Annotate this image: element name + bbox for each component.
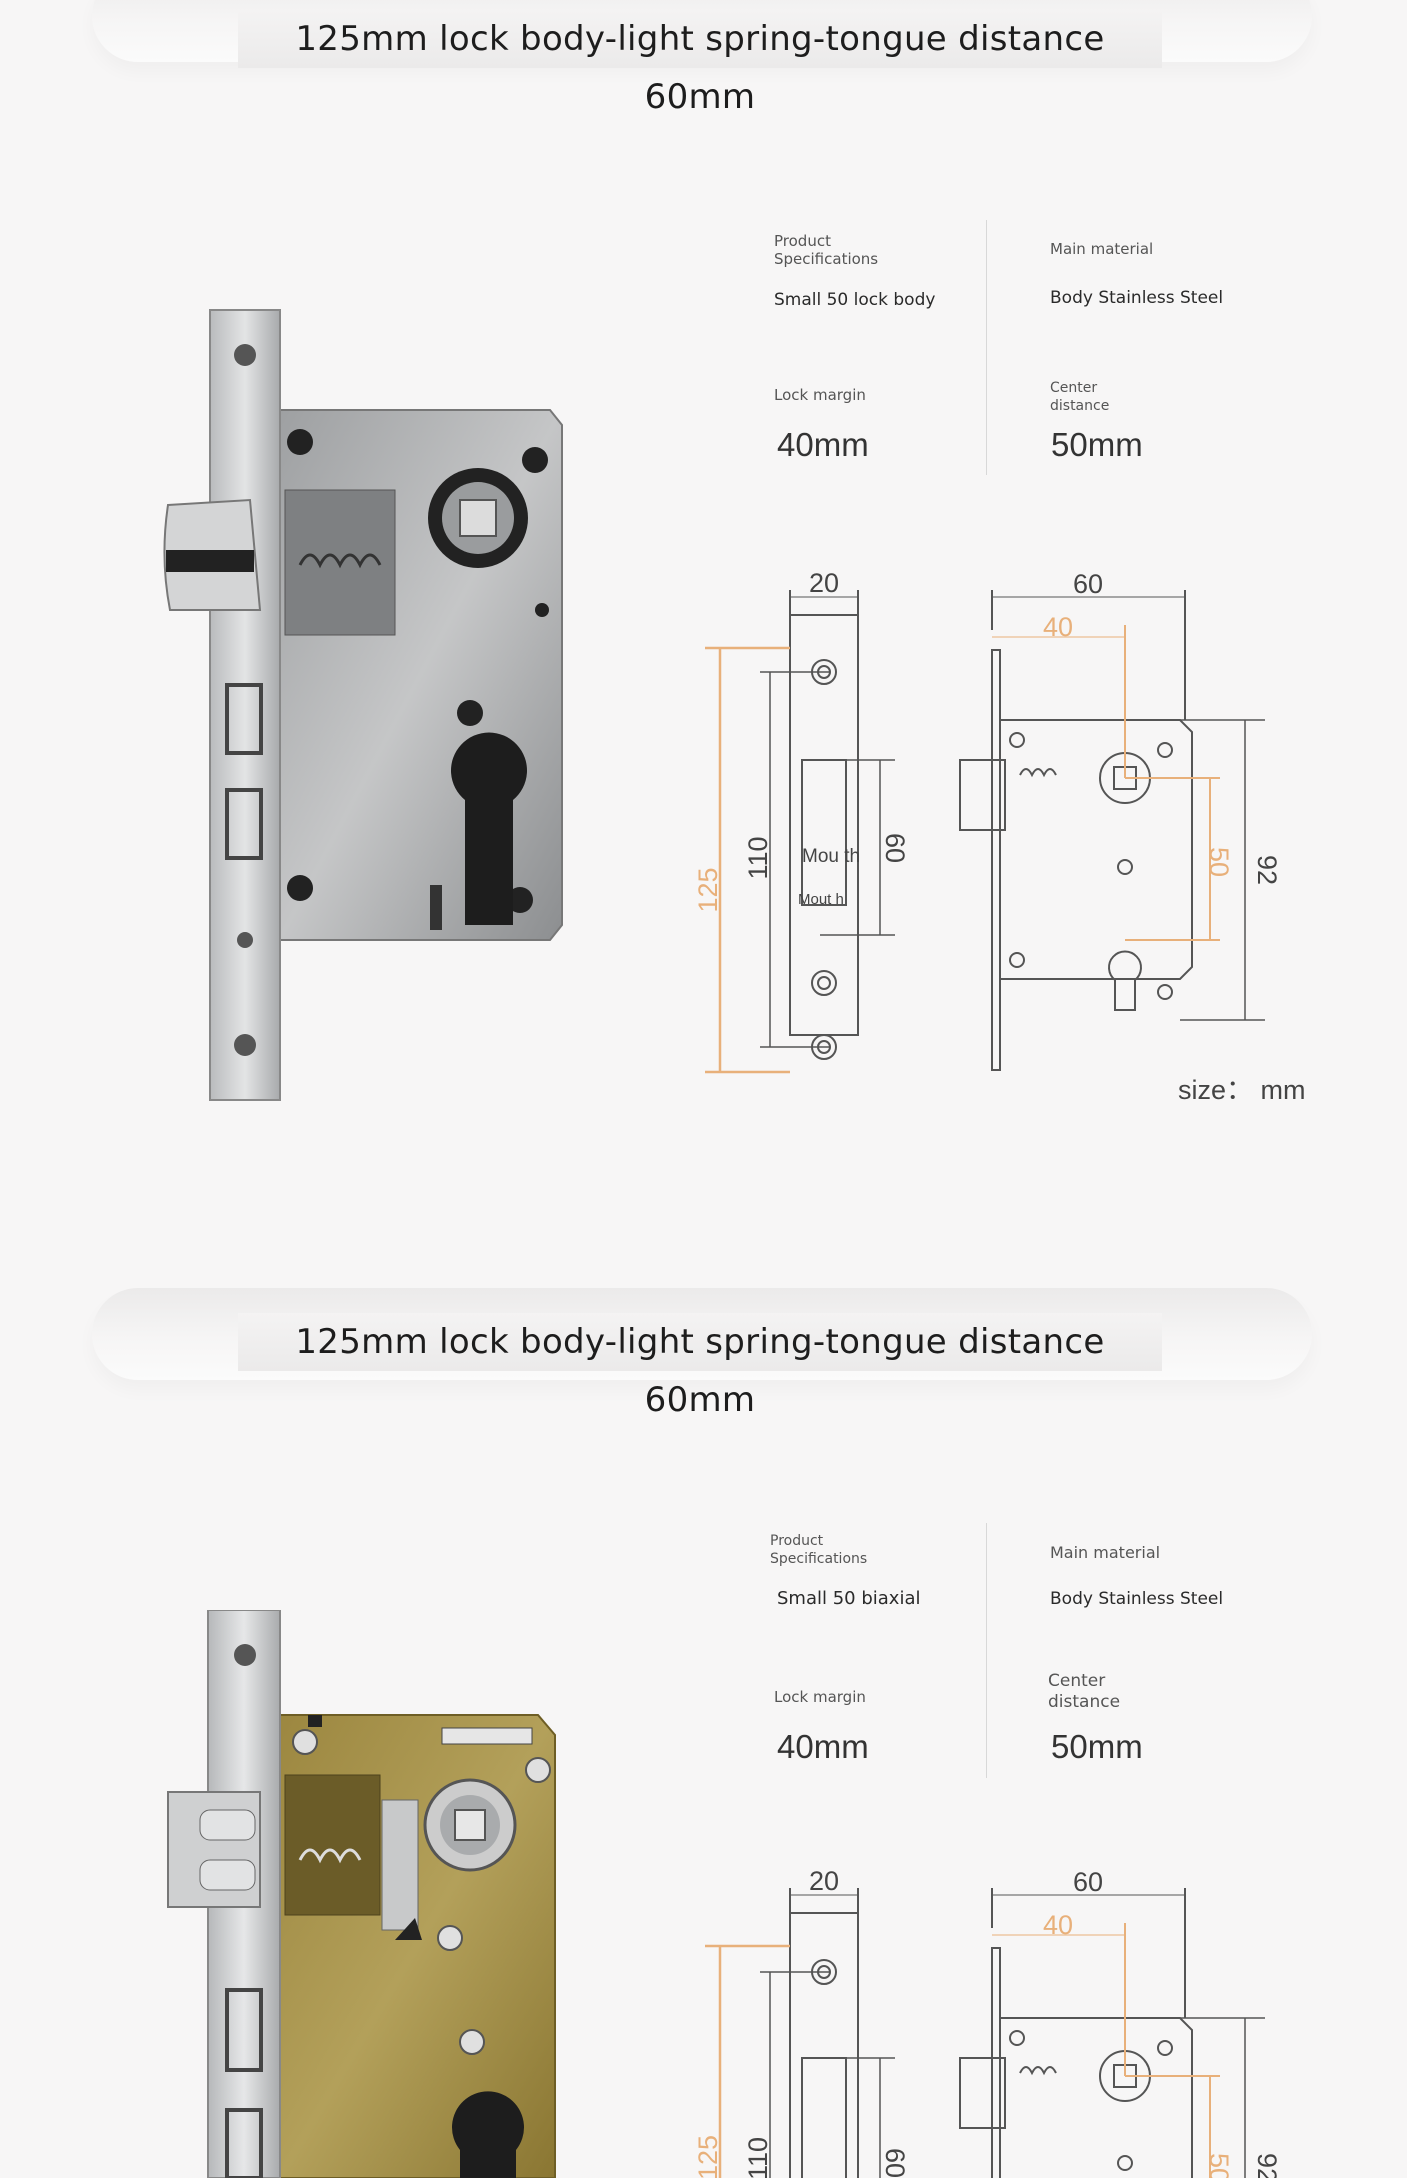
technical-drawing: 20 125 110 60 60 40 50 92	[693, 1866, 1282, 2178]
spec-product-label: Product Specifications	[770, 1533, 868, 1567]
dim-height-case: 92	[1252, 2153, 1282, 2178]
spec-material-label: Main material	[1050, 1543, 1161, 1562]
section-title: 125mm lock body-light spring-tongue dist…	[238, 1313, 1162, 1420]
spec-center-label: Center distance	[1048, 1671, 1121, 1712]
spec-margin-value: 40mm	[777, 1728, 869, 1765]
spec-center-value: 50mm	[1051, 426, 1143, 463]
lock-body-image	[167, 1610, 556, 2178]
technical-drawing: 20 125 110 60 Mou th Mout h	[693, 568, 1282, 1074]
spec-product-value: Small 50 lock body	[774, 290, 936, 310]
spec-margin-label: Lock margin	[774, 386, 866, 404]
dim-hole-spacing: 110	[743, 2137, 773, 2178]
spec-margin-label: Lock margin	[774, 1688, 866, 1706]
dim-center-distance: 50	[1204, 847, 1234, 877]
dim-width-front: 20	[809, 568, 839, 598]
spec-center-label: Center distance	[1050, 380, 1110, 414]
dim-width-side: 60	[1073, 569, 1103, 599]
dim-center-distance: 50	[1204, 2153, 1234, 2178]
spec-material-value: Body Stainless Steel	[1050, 1589, 1224, 1609]
dim-backset: 40	[1043, 612, 1073, 642]
spec-product-value: Small 50 biaxial	[777, 1588, 921, 1609]
spec-product-label: Product Specifications	[774, 232, 879, 268]
spec-divider	[986, 220, 987, 475]
lock-body-image	[163, 309, 563, 1101]
spec-material-label: Main material	[1050, 240, 1154, 258]
mouth-label-1: Mou th	[802, 846, 860, 867]
mouth-label-2: Mout h	[798, 891, 844, 908]
dim-latch-height: 60	[880, 833, 910, 863]
dim-width-side: 60	[1073, 1867, 1103, 1897]
dim-height-total: 125	[693, 867, 723, 912]
dim-width-front: 20	[809, 1866, 839, 1896]
dim-hole-spacing: 110	[743, 836, 773, 879]
size-unit-note: size： mm	[1178, 1075, 1306, 1105]
section-title: 125mm lock body-light spring-tongue dist…	[238, 10, 1162, 117]
spec-margin-value: 40mm	[777, 426, 869, 463]
spec-material-value: Body Stainless Steel	[1050, 288, 1224, 308]
dim-latch-height: 60	[880, 2148, 910, 2178]
dim-backset: 40	[1043, 1910, 1073, 1940]
dim-height-total: 125	[693, 2135, 723, 2178]
dim-height-case: 92	[1252, 855, 1282, 885]
spec-center-value: 50mm	[1051, 1728, 1143, 1765]
spec-divider	[986, 1523, 987, 1778]
